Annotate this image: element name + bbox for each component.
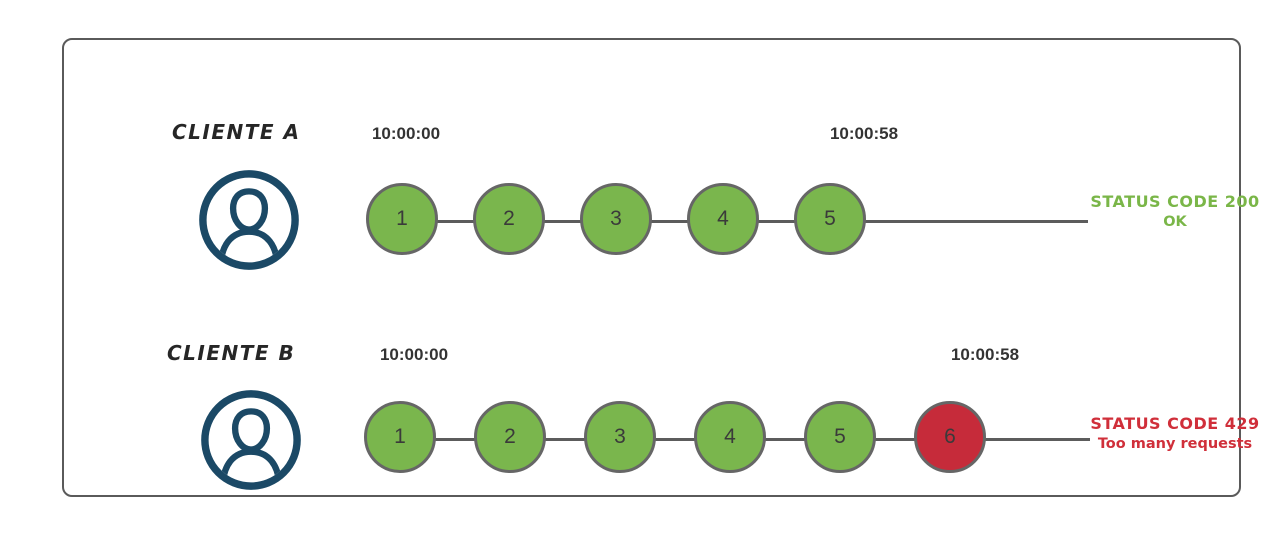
status-b-detail: Too many requests — [1097, 435, 1253, 452]
status-a-detail: OK — [1163, 213, 1187, 230]
user-icon — [199, 170, 299, 270]
user-icon — [201, 390, 301, 490]
request-node: 3 — [584, 401, 656, 473]
client-a-start-time: 10:00:00 — [371, 124, 441, 143]
request-node: 3 — [580, 183, 652, 255]
client-a-label: CLIENTE A — [172, 120, 301, 144]
request-node: 1 — [366, 183, 438, 255]
status-b-code: STATUS CODE 429 — [1090, 414, 1260, 433]
status-a: STATUS CODE 200 OK — [1082, 191, 1268, 232]
request-node: 2 — [473, 183, 545, 255]
client-a-end-time: 10:00:58 — [829, 124, 899, 143]
client-b-label: CLIENTE B — [167, 341, 296, 365]
status-b: STATUS CODE 429 Too many requests — [1082, 413, 1268, 454]
request-node: 4 — [687, 183, 759, 255]
client-b-start-time: 10:00:00 — [379, 345, 449, 364]
request-node: 1 — [364, 401, 436, 473]
client-b-end-time: 10:00:58 — [950, 345, 1020, 364]
request-node: 5 — [804, 401, 876, 473]
request-node: 2 — [474, 401, 546, 473]
request-node: 4 — [694, 401, 766, 473]
request-node: 5 — [794, 183, 866, 255]
status-a-code: STATUS CODE 200 — [1090, 192, 1260, 211]
request-node: 6 — [914, 401, 986, 473]
